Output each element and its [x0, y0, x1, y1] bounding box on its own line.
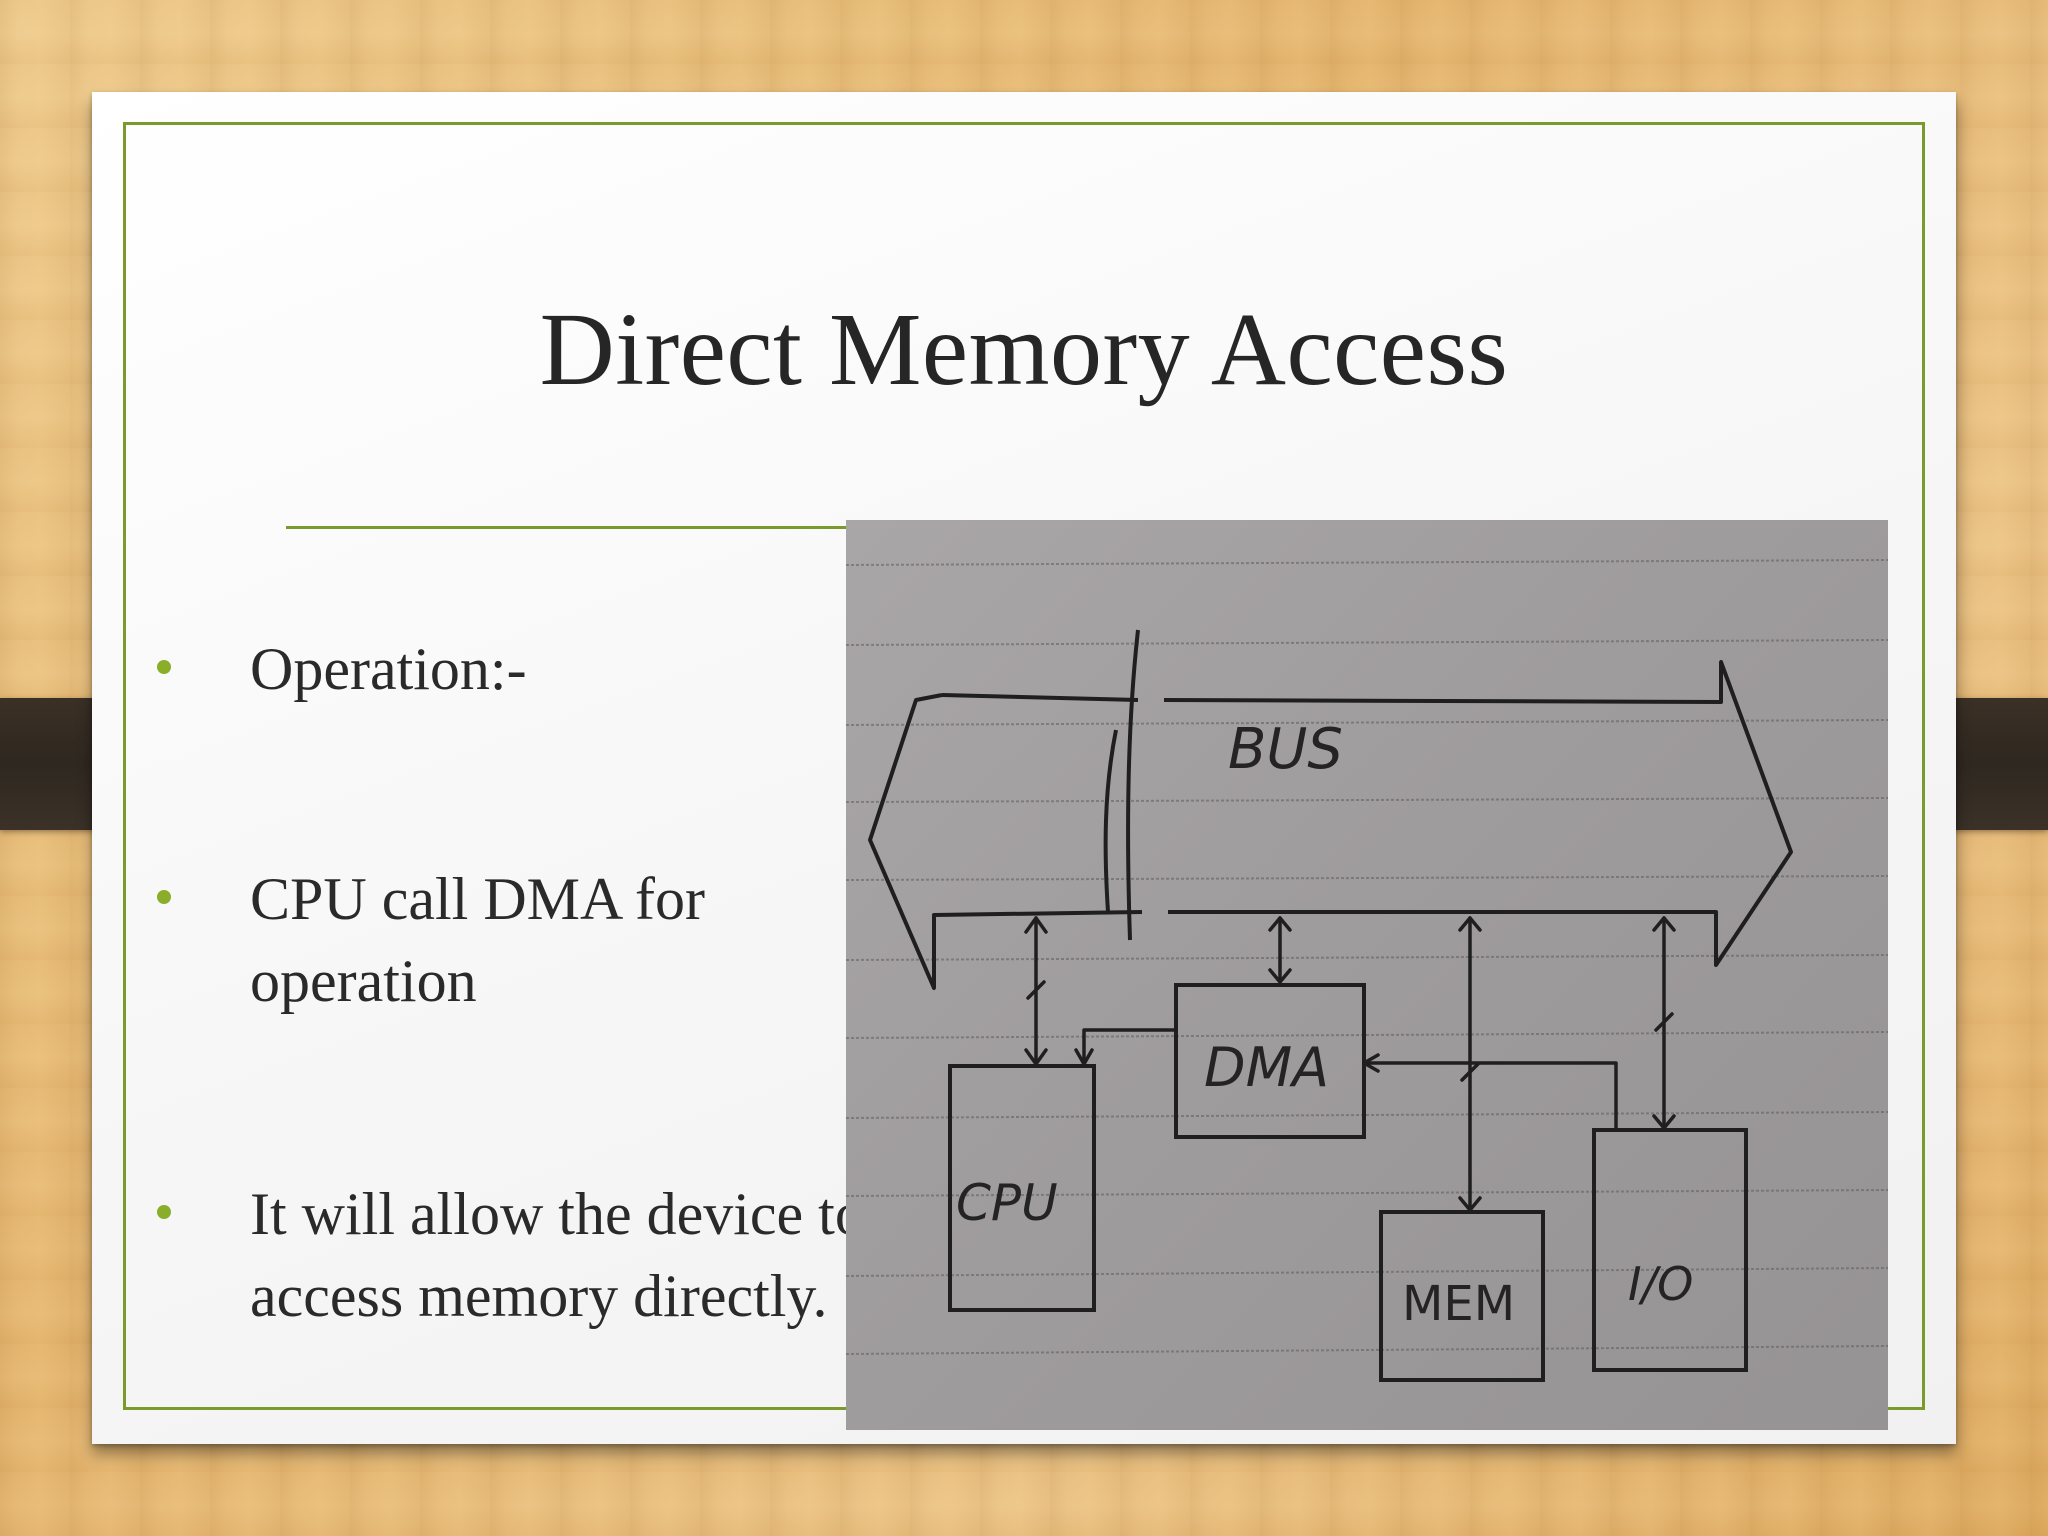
slide-title: Direct Memory Access	[539, 292, 1509, 407]
bus-label: BUS	[1228, 717, 1343, 782]
dma-diagram: BUS DMA CPU MEM I/O	[846, 559, 1888, 1382]
slide: Direct Memory Access Operation:- CPU cal…	[92, 92, 1956, 1444]
bullet-dot-icon	[157, 890, 171, 904]
bullet-text: Operation:-	[250, 636, 527, 702]
dma-label: DMA	[1204, 1036, 1329, 1099]
bus-connectors	[1024, 916, 1676, 1212]
notebook-lines	[846, 559, 1888, 1355]
dma-diagram-photo: BUS DMA CPU MEM I/O	[846, 520, 1888, 1430]
cpu-box	[948, 1064, 1096, 1312]
cpu-label: CPU	[956, 1174, 1058, 1232]
bullet-text: It will allow the device to access memor…	[250, 1181, 865, 1329]
bullet-dot-icon	[157, 660, 171, 674]
bullet-dot-icon	[157, 1205, 171, 1219]
mem-label: MEM	[1402, 1276, 1515, 1332]
bullet-text: CPU call DMA for operation	[250, 866, 705, 1014]
io-label: I/O	[1628, 1257, 1693, 1311]
io-box	[1592, 1128, 1748, 1372]
mem-box	[1379, 1210, 1545, 1382]
bus-arrow	[868, 629, 1793, 990]
bullet-list: Operation:- CPU call DMA for operation I…	[92, 92, 865, 1444]
